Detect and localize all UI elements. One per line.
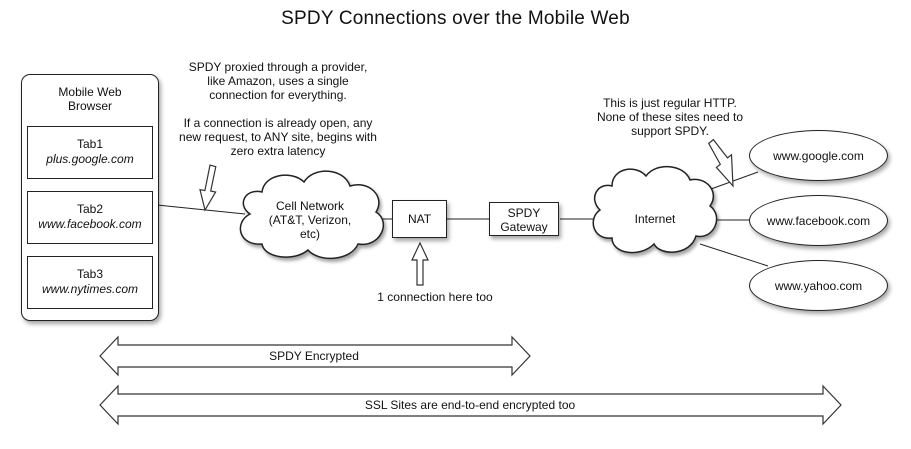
proxy-note: SPDY proxied through a provider, like Am…	[168, 60, 388, 102]
cell-network-label: Cell Network (AT&T, Verizon, etc)	[262, 199, 358, 241]
ssl-span-arrow	[99, 384, 842, 426]
site-label: www.facebook.com	[766, 213, 871, 228]
tab-url: www.facebook.com	[38, 217, 142, 231]
http-pointer-arrow-icon	[707, 138, 734, 188]
latency-pointer-arrow-icon	[199, 164, 217, 212]
latency-note-line: new request, to ANY site, begins with	[179, 130, 377, 144]
ssl-encrypted-label: SSL Sites are end-to-end encrypted too	[364, 398, 576, 412]
spdy-gateway-box: SPDY Gateway	[489, 202, 559, 236]
spdy-encrypted-label: SPDY Encrypted	[269, 349, 359, 363]
connector-browser-cell	[156, 204, 246, 215]
proxy-note-line: connection for everything.	[209, 88, 347, 102]
site-label: www.google.com	[773, 148, 864, 163]
tab-url: plus.google.com	[46, 152, 134, 166]
internet-label: Internet	[634, 212, 676, 226]
site-label: www.yahoo.com	[774, 278, 863, 293]
tab-name: Tab1	[76, 137, 104, 151]
internet-cloud-icon	[592, 166, 718, 254]
browser-tab-2: Tab2 www.facebook.com	[27, 191, 153, 244]
mobile-web-browser: Mobile Web Browser Tab1 plus.google.com …	[21, 74, 159, 321]
proxy-note-line: SPDY proxied through a provider,	[188, 60, 368, 74]
gateway-label-line: Gateway	[500, 220, 548, 234]
connector-internet-yahoo	[699, 243, 769, 267]
tab-name: Tab3	[76, 267, 104, 281]
diagram-title: SPDY Connections over the Mobile Web	[281, 8, 630, 29]
cell-network-label-line: (AT&T, Verizon,	[268, 213, 352, 227]
gateway-label-line: SPDY	[507, 206, 541, 220]
site-google: www.google.com	[749, 130, 888, 181]
spdy-encrypted-span-arrow	[99, 335, 531, 377]
browser-tab-3: Tab3 www.nytimes.com	[27, 256, 153, 309]
latency-note: If a connection is already open, any new…	[163, 116, 393, 158]
nat-label: NAT	[407, 212, 432, 226]
http-note-line: None of these sites need to	[596, 110, 744, 124]
site-facebook: www.facebook.com	[749, 195, 888, 246]
nat-note: 1 connection here too	[377, 290, 493, 304]
latency-note-line: If a connection is already open, any	[183, 116, 373, 130]
cell-network-label-line: Cell Network	[275, 199, 344, 213]
browser-title: Mobile Web Browser	[22, 85, 158, 113]
cell-network-label-line: etc)	[299, 227, 320, 241]
http-note: This is just regular HTTP. None of these…	[575, 96, 765, 138]
nat-pointer-arrow-icon	[411, 241, 429, 286]
browser-tab-1: Tab1 plus.google.com	[27, 126, 153, 179]
nat-box: NAT	[392, 200, 447, 238]
tab-url: www.nytimes.com	[41, 282, 139, 296]
latency-note-line: zero extra latency	[230, 144, 326, 158]
site-yahoo: www.yahoo.com	[749, 260, 888, 311]
browser-title-line1: Mobile Web	[58, 85, 122, 99]
http-note-line: This is just regular HTTP.	[603, 96, 737, 110]
http-note-line: support SPDY.	[631, 124, 709, 138]
tab-name: Tab2	[76, 202, 104, 216]
proxy-note-line: like Amazon, uses a single	[207, 74, 349, 88]
cell-network-cloud-icon	[239, 170, 385, 260]
browser-title-line2: Browser	[67, 99, 112, 113]
